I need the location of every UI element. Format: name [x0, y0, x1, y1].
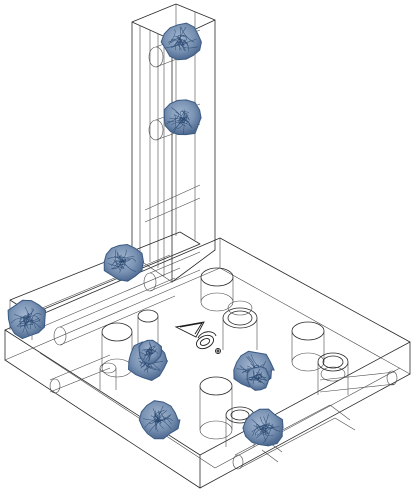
engraving-v6 — [174, 321, 221, 354]
knitted-blob — [138, 400, 181, 440]
knitted-blob — [160, 22, 202, 61]
base-block — [4, 237, 411, 489]
knitted-blob — [163, 99, 202, 136]
knitted-blob — [103, 243, 145, 282]
knitted-blobs — [7, 22, 284, 447]
cylinder-holes — [99, 267, 349, 447]
knitted-blob — [246, 366, 271, 391]
knitted-blob — [242, 408, 284, 447]
right-bores — [232, 370, 398, 470]
knitted-blob — [7, 299, 47, 340]
knitted-blob — [138, 339, 163, 365]
